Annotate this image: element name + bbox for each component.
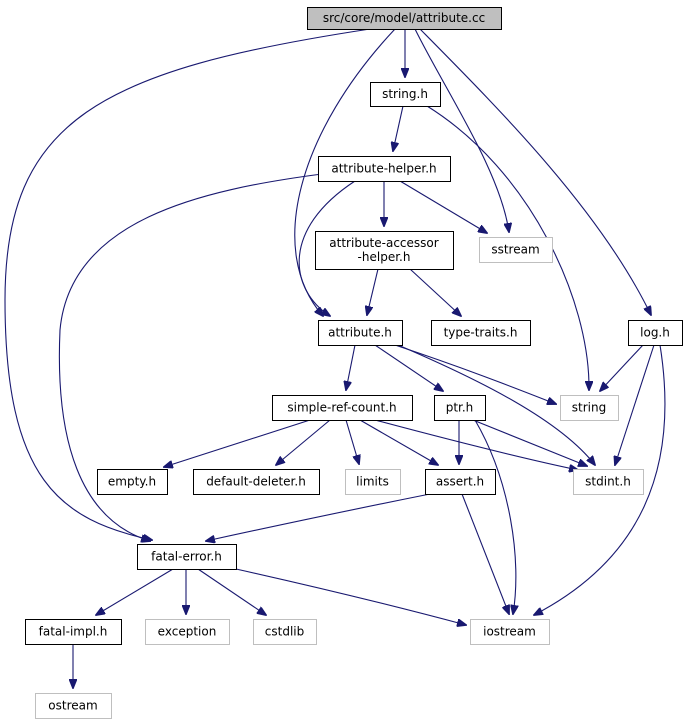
node-box — [253, 619, 317, 645]
node-label: attribute-helper.h — [331, 162, 436, 176]
node-label: attribute-accessor — [329, 236, 438, 250]
node-attribute-h[interactable]: attribute.h — [318, 320, 403, 346]
node-label: fatal-error.h — [151, 550, 222, 564]
node-label: empty.h — [108, 475, 156, 489]
node-box — [25, 619, 122, 645]
edge-attribute-accessor-to-type-traits — [409, 268, 461, 316]
node-box — [35, 693, 112, 719]
node-empty-h[interactable]: empty.h — [97, 469, 168, 495]
node-box — [315, 231, 454, 270]
edges-layer — [4, 28, 666, 688]
edge-simple-ref-to-default-deleter — [276, 419, 331, 465]
node-box — [470, 619, 550, 645]
node-box — [97, 469, 168, 495]
node-label: exception — [158, 625, 217, 639]
node-string[interactable]: string — [560, 395, 619, 421]
node-label: attribute.h — [328, 326, 392, 340]
edge-ptr-h-to-stdint — [472, 419, 587, 466]
edge-fatal-error-to-cstdlib — [197, 568, 266, 615]
edge-attribute-h-to-ptr-h — [374, 344, 443, 391]
node-ostream[interactable]: ostream — [35, 693, 112, 719]
edge-root-to-log-h — [419, 28, 651, 315]
node-string-h[interactable]: string.h — [370, 82, 441, 107]
edge-log-h-to-string — [600, 344, 644, 391]
node-root[interactable]: src/core/model/attribute.cc — [307, 7, 502, 30]
node-attribute-accessor[interactable]: attribute-accessor-helper.h — [315, 231, 454, 270]
node-label: limits — [356, 475, 389, 489]
node-label: fatal-impl.h — [39, 625, 108, 639]
edge-attribute-h-to-stdint — [397, 344, 595, 465]
edge-log-h-to-iostream — [534, 344, 666, 615]
node-label: iostream — [483, 625, 536, 639]
edge-simple-ref-to-empty-h — [164, 419, 311, 467]
edge-attribute-accessor-to-attribute-h — [367, 268, 379, 315]
node-label: stdint.h — [585, 475, 631, 489]
edge-root-to-sstream — [414, 28, 509, 232]
node-box — [628, 320, 683, 346]
edge-attribute-helper-to-fatal-error — [58, 173, 323, 541]
node-box — [431, 320, 531, 346]
node-iostream[interactable]: iostream — [470, 619, 550, 645]
node-assert-h[interactable]: assert.h — [425, 469, 496, 495]
node-box — [318, 320, 403, 346]
edge-string-h-to-attribute-helper — [393, 105, 404, 151]
node-box — [318, 156, 451, 182]
node-box — [193, 469, 320, 495]
edge-root-to-fatal-error — [4, 28, 371, 540]
node-simple-ref[interactable]: simple-ref-count.h — [272, 395, 413, 421]
edge-simple-ref-to-limits — [345, 419, 359, 464]
edge-attribute-helper-to-attribute-h — [298, 180, 356, 316]
edge-assert-h-to-fatal-error — [206, 493, 431, 541]
node-box — [560, 395, 619, 421]
node-default-deleter[interactable]: default-deleter.h — [193, 469, 320, 495]
edge-fatal-error-to-fatal-impl — [96, 568, 174, 615]
edge-fatal-error-to-iostream — [235, 568, 466, 625]
node-type-traits[interactable]: type-traits.h — [431, 320, 531, 346]
edge-attribute-h-to-string — [394, 344, 556, 404]
edge-assert-h-to-iostream — [461, 493, 509, 614]
node-exception[interactable]: exception — [145, 619, 230, 645]
node-box — [272, 395, 413, 421]
node-label: ptr.h — [446, 401, 474, 415]
node-label: default-deleter.h — [206, 475, 306, 489]
node-label: cstdlib — [265, 625, 304, 639]
edge-attribute-helper-to-sstream — [399, 180, 487, 233]
node-box — [307, 7, 502, 30]
node-sstream[interactable]: sstream — [479, 237, 553, 263]
node-label: type-traits.h — [444, 326, 518, 340]
node-label: string.h — [382, 87, 428, 101]
node-attribute-helper[interactable]: attribute-helper.h — [318, 156, 451, 182]
nodes-layer: src/core/model/attribute.cc string.h attri… — [25, 7, 683, 719]
node-box — [370, 82, 441, 107]
node-label: simple-ref-count.h — [287, 401, 396, 415]
node-limits[interactable]: limits — [345, 469, 401, 495]
node-box — [137, 544, 237, 570]
node-fatal-error[interactable]: fatal-error.h — [137, 544, 237, 570]
node-box — [145, 619, 230, 645]
node-label-line2: -helper.h — [358, 250, 411, 264]
node-ptr-h[interactable]: ptr.h — [434, 395, 486, 421]
node-box — [345, 469, 401, 495]
edge-ptr-h-to-iostream — [474, 419, 516, 614]
edge-log-h-to-stdint — [615, 344, 655, 465]
node-fatal-impl[interactable]: fatal-impl.h — [25, 619, 122, 645]
edge-simple-ref-to-stdint — [374, 419, 578, 470]
node-label: string — [572, 401, 606, 415]
node-cstdlib[interactable]: cstdlib — [253, 619, 317, 645]
node-box — [573, 469, 644, 495]
edge-simple-ref-to-assert-h — [359, 419, 438, 465]
node-label: src/core/model/attribute.cc — [323, 11, 485, 25]
node-box — [479, 237, 553, 263]
node-label: log.h — [640, 326, 670, 340]
node-box — [434, 395, 486, 421]
edge-attribute-h-to-simple-ref — [346, 344, 356, 390]
node-label: assert.h — [436, 475, 484, 489]
node-stdint[interactable]: stdint.h — [573, 469, 644, 495]
node-label: ostream — [48, 699, 97, 713]
node-log-h[interactable]: log.h — [628, 320, 683, 346]
node-box — [425, 469, 496, 495]
node-label: sstream — [491, 243, 539, 257]
